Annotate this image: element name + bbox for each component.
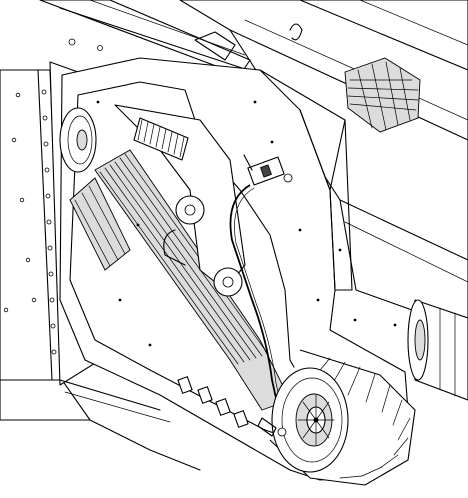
tensioner-assembly <box>114 104 246 297</box>
ventilation-grille <box>344 57 421 133</box>
rivet-column <box>3 89 57 355</box>
mounting-bolts <box>177 376 287 437</box>
hydraulic-line <box>229 184 287 429</box>
lower-frame-edges <box>0 379 201 471</box>
valve-fitting <box>243 154 293 186</box>
side-roller-cylinder <box>407 299 468 401</box>
housing-rivets <box>96 100 397 347</box>
tension-spring <box>133 117 189 161</box>
upper-drive-pulley <box>59 107 97 173</box>
top-frame-rail <box>39 0 303 91</box>
v-belt-bundle <box>69 149 291 411</box>
lower-driven-pulley <box>271 367 349 473</box>
